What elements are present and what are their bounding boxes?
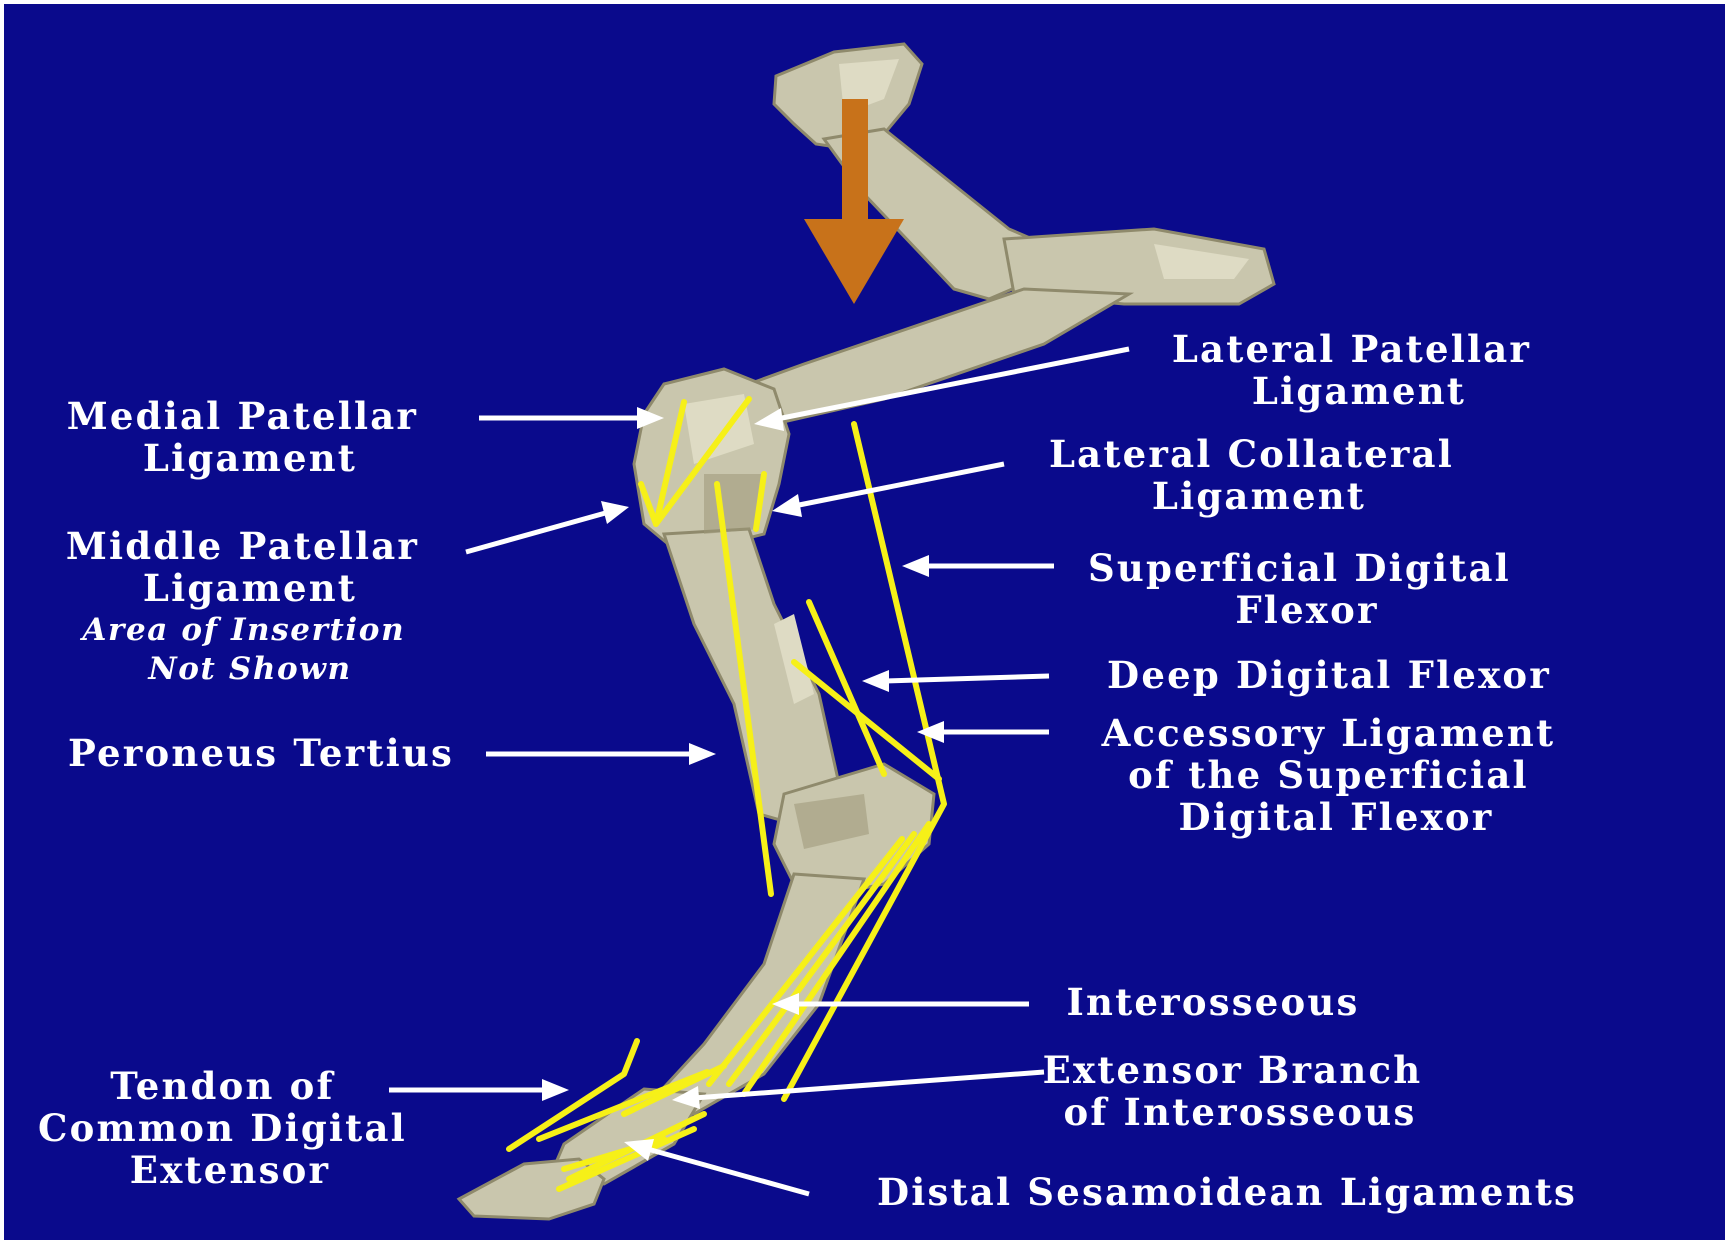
label-interosseous: Interosseous	[1066, 980, 1359, 1024]
diagram-svg: Medial Patellar Ligament Middle Patellar…	[4, 4, 1725, 1240]
label-deep-digital-flexor: Deep Digital Flexor	[1107, 653, 1551, 697]
label-peroneus-tertius: Peroneus Tertius	[68, 731, 454, 775]
label-extensor-branch: Extensor Branch of Interosseous	[1043, 1048, 1438, 1134]
diagram-panel: Medial Patellar Ligament Middle Patellar…	[4, 4, 1725, 1240]
label-distal-sesamoidean: Distal Sesamoidean Ligaments	[877, 1170, 1577, 1214]
